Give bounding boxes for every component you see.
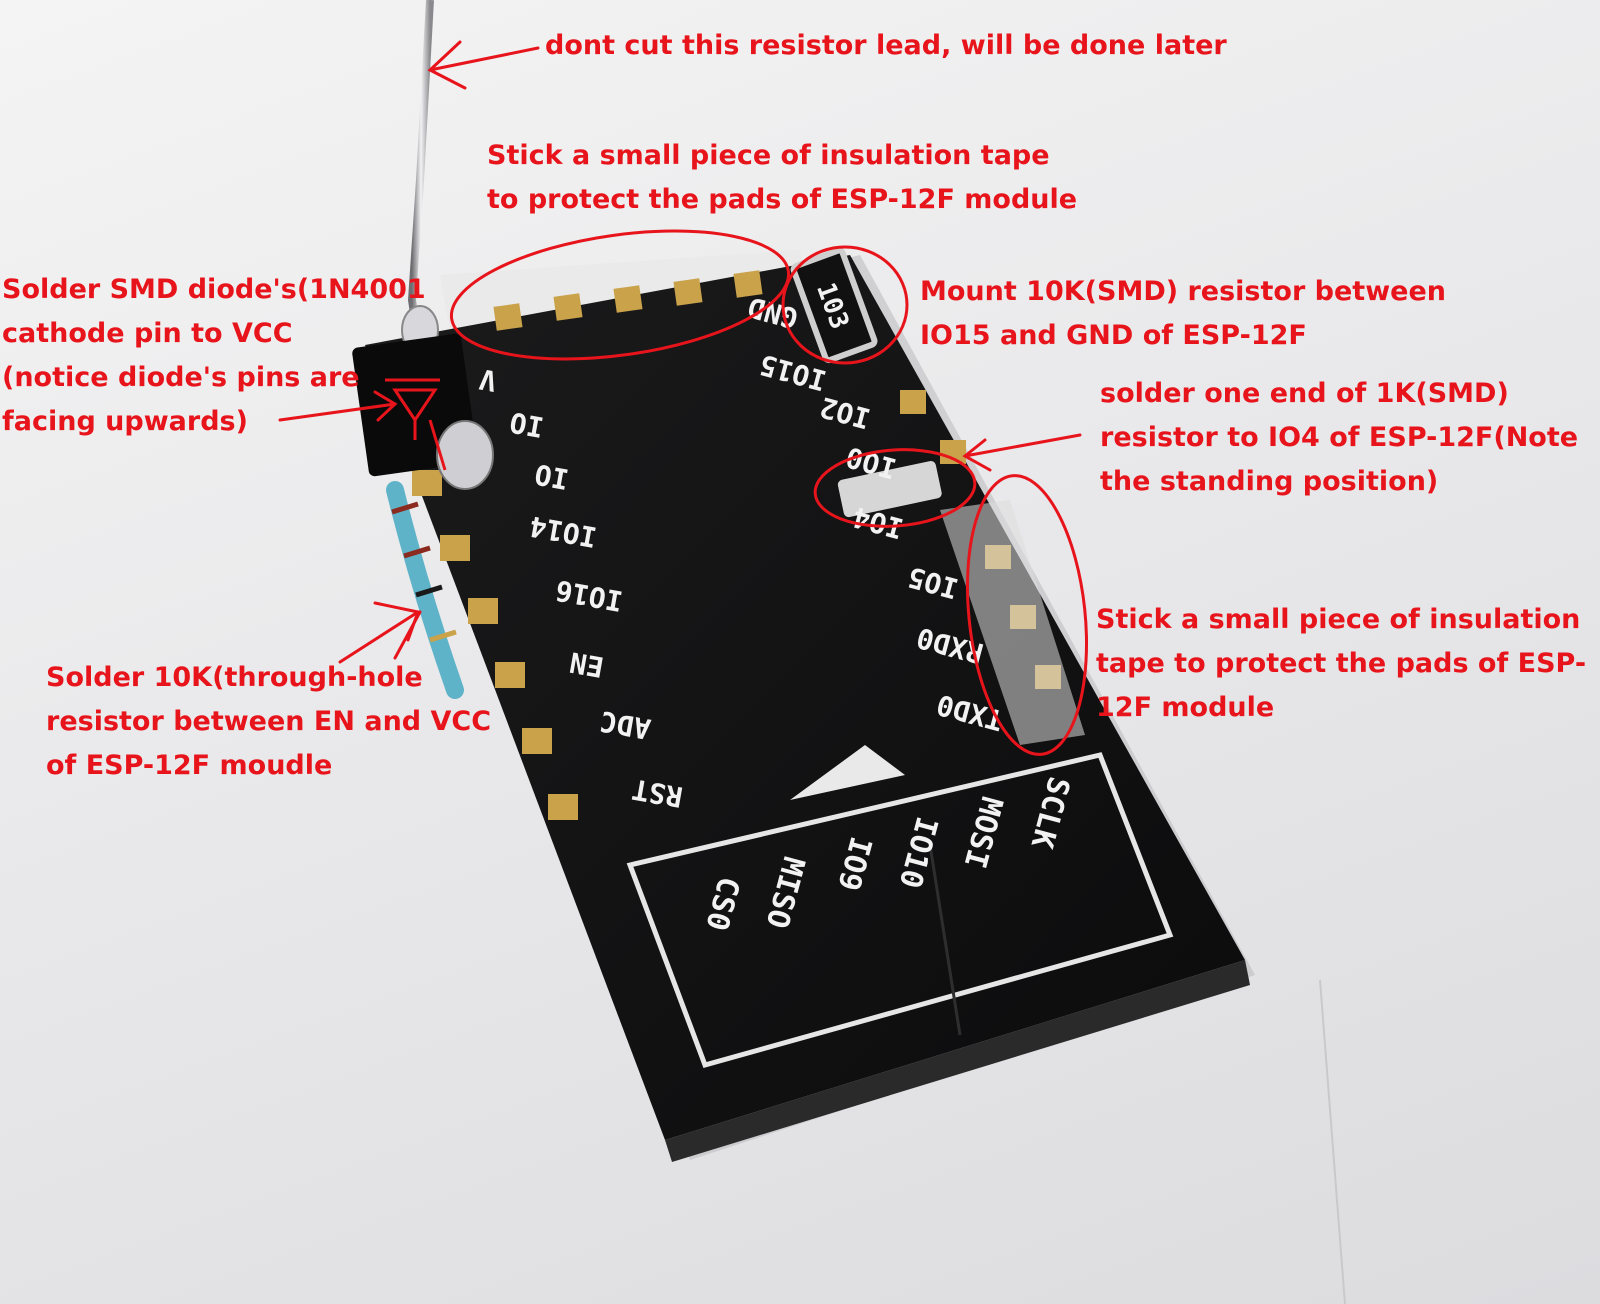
annotation-line: to protect the pads of ESP-12F module: [487, 184, 1078, 215]
pad: [522, 728, 552, 754]
pad: [900, 390, 926, 414]
color-band: [391, 501, 419, 515]
color-band: [429, 629, 457, 643]
board-body: [365, 255, 1245, 1140]
annotation-line: Mount 10K(SMD) resistor between: [920, 276, 1446, 307]
annotation-resistor-lead: dont cut this resistor lead, will be don…: [545, 30, 1227, 61]
arrow-lead: [428, 46, 540, 72]
arrow-diode: [278, 402, 397, 422]
annotation-line: the standing position): [1100, 466, 1439, 497]
annotation-marks: [385, 229, 1089, 756]
tape-right-ellipse: [965, 474, 1089, 756]
pad: [548, 794, 578, 820]
arrow-1k: [963, 433, 1082, 458]
annotation-line: resistor between EN and VCC: [46, 706, 492, 737]
color-band: [403, 545, 431, 559]
pad: [495, 662, 525, 688]
pad: [733, 270, 763, 298]
orientation-triangle: [790, 745, 905, 800]
annotation-line: (notice diode's pins are: [2, 362, 360, 393]
top-pads: [493, 270, 763, 331]
pin-label: IO: [532, 457, 571, 495]
annotation-line: Solder SMD diode's(1N4001: [2, 274, 426, 305]
annotation-line: tape to protect the pads of ESP-: [1096, 648, 1587, 679]
annotation-line: Stick a small piece of insulation tape: [487, 140, 1050, 171]
annotation-line: cathode pin to VCC: [2, 318, 293, 349]
through-hole-resistor: [386, 481, 464, 699]
antenna-outline: [626, 752, 1174, 1069]
arrow-head: [962, 438, 992, 472]
annotation-smd-resistor: Mount 10K(SMD) resistor between IO15 and…: [920, 270, 1446, 358]
annotation-resistor-1k: solder one end of 1K(SMD) resistor to IO…: [1100, 372, 1578, 504]
annotation-line: Stick a small piece of insulation: [1096, 604, 1581, 635]
pad: [440, 535, 470, 561]
smd-resistor-10k: 103: [790, 247, 878, 364]
annotation-line: Solder 10K(through-hole: [46, 662, 423, 693]
annotation-line: 12F module: [1096, 692, 1275, 723]
annotation-tape-right: Stick a small piece of insulation tape t…: [1096, 598, 1586, 730]
annotation-through-hole: Solder 10K(through-hole resistor between…: [46, 656, 491, 788]
pin-label: V: [477, 362, 499, 397]
arrow-head: [427, 40, 467, 90]
pin-label: EN: [567, 645, 606, 683]
tape-top-ellipse: [449, 229, 791, 361]
annotation-arrows: [278, 40, 1082, 664]
board-edge: [665, 960, 1250, 1162]
smd-resistor-ellipse: [781, 245, 909, 365]
board-divider: [928, 844, 962, 1036]
pad: [412, 470, 442, 496]
pad: [613, 285, 643, 313]
color-band: [415, 584, 443, 598]
pad: [468, 598, 498, 624]
pin-label: IO: [507, 405, 546, 443]
diode-solder: [436, 420, 494, 490]
resistor-1k-ellipse: [813, 448, 977, 528]
annotation-tape-top: Stick a small piece of insulation tape t…: [487, 134, 1077, 222]
smd-diode: [352, 333, 494, 490]
smd-resistor-1k: [837, 460, 942, 518]
annotation-line: solder one end of 1K(SMD): [1100, 378, 1509, 409]
tape-right: [940, 500, 1085, 745]
pad: [673, 278, 703, 306]
pad: [553, 293, 583, 321]
arrow-head: [373, 390, 398, 422]
paper-crease: [1319, 979, 1346, 1304]
resistor-body: [386, 481, 464, 699]
annotation-line: IO15 and GND of ESP-12F: [920, 320, 1307, 351]
pad: [493, 303, 523, 331]
annotation-line: of ESP-12F moudle: [46, 750, 333, 781]
annotation-line: resistor to IO4 of ESP-12F(Note: [1100, 422, 1579, 453]
annotation-diode: Solder SMD diode's(1N4001 cathode pin to…: [2, 268, 426, 444]
diode-symbol-lead: [428, 419, 447, 471]
arrow-through-hole: [338, 610, 420, 664]
pad: [940, 440, 966, 464]
arrow-head: [373, 601, 420, 642]
esp12f-board: [365, 255, 1250, 1162]
annotation-line: facing upwards): [2, 406, 248, 437]
resistor-body: [790, 247, 878, 364]
diode-symbol-triangle: [392, 388, 438, 423]
